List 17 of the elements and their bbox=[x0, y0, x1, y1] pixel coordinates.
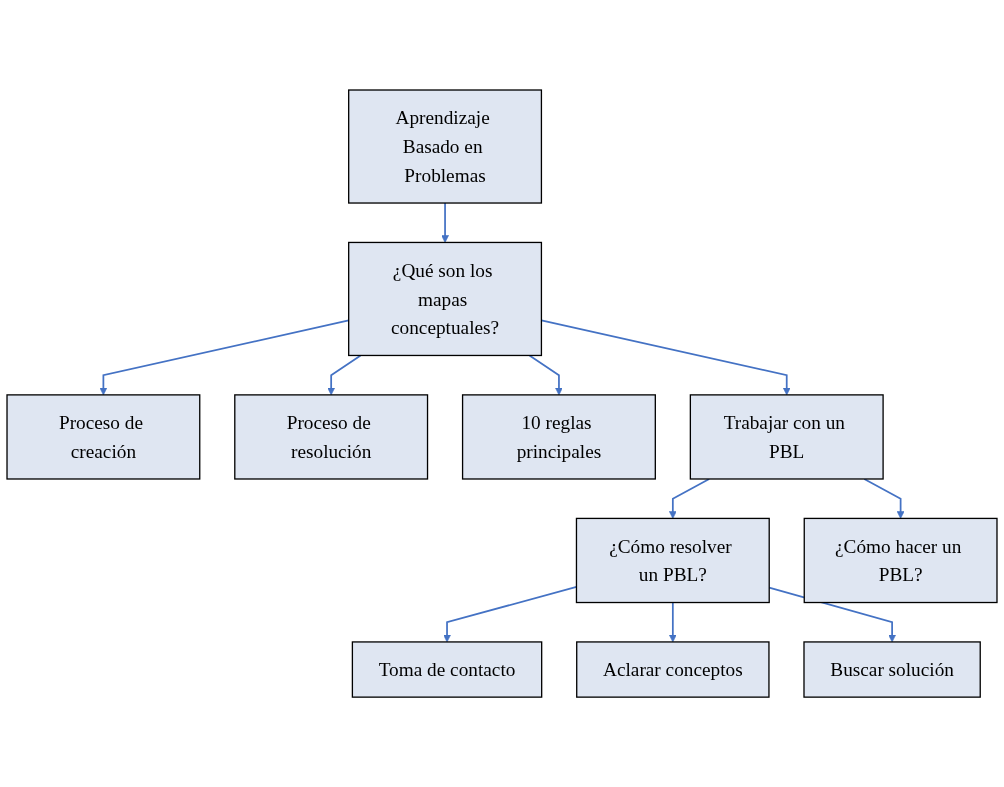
node-box: Toma de contacto bbox=[351, 641, 543, 698]
node-box: Trabajar con un PBL bbox=[689, 394, 884, 480]
node-box: ¿Cómo resolver un PBL? bbox=[575, 517, 770, 604]
arrow bbox=[669, 601, 677, 643]
node-box: Proceso de creación bbox=[6, 394, 201, 480]
node-box: Buscar solución bbox=[803, 641, 981, 698]
arrow bbox=[528, 354, 563, 396]
node-box: Aclarar conceptos bbox=[576, 641, 770, 698]
arrow bbox=[863, 478, 905, 519]
node-box: Aprendizaje Basado en Problemas bbox=[348, 89, 543, 204]
node-box: ¿Qué son los mapas conceptuales? bbox=[348, 241, 543, 357]
arrow bbox=[327, 354, 362, 396]
arrow bbox=[669, 478, 711, 519]
node-box: Proceso de resolución bbox=[234, 394, 429, 480]
node-box: 10 reglas principales bbox=[461, 394, 656, 480]
node-box: ¿Cómo hacer un PBL? bbox=[803, 517, 998, 604]
arrow bbox=[441, 202, 449, 243]
